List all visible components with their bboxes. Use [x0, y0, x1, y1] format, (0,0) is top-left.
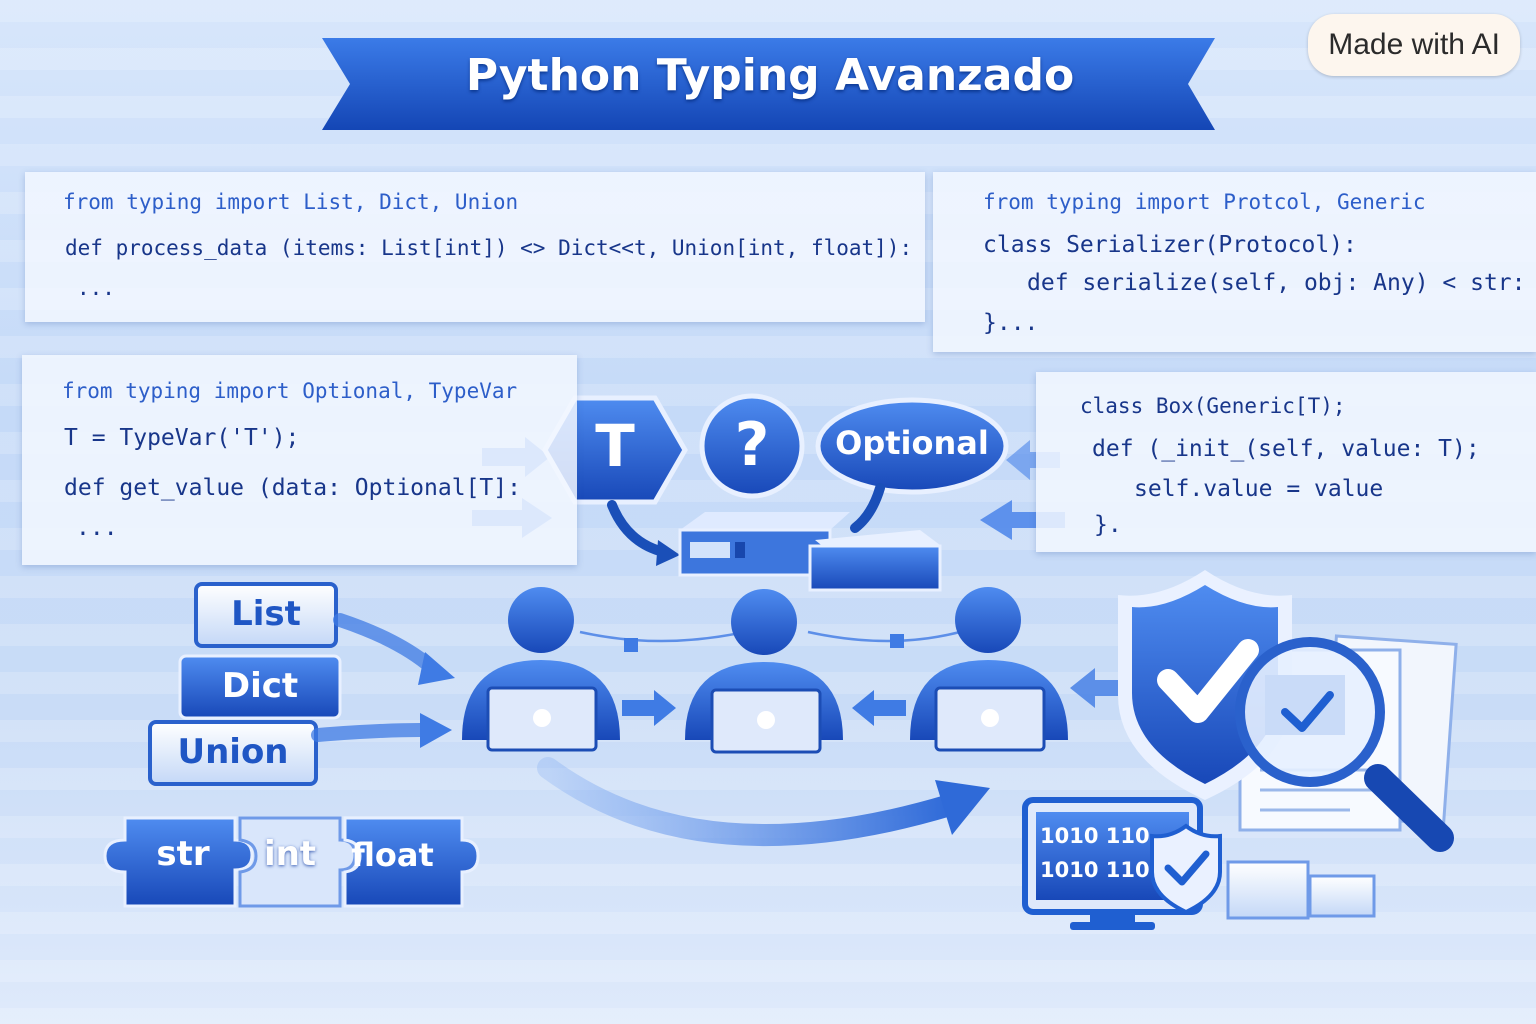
code-panel-mid-left: from typing import Optional, TypeVar T =… [22, 355, 577, 565]
network-links [579, 630, 961, 643]
code-line: from typing import Protcol, Generic [983, 190, 1426, 214]
people-arrows [622, 668, 1130, 726]
code-line: class Serializer(Protocol): [983, 232, 1357, 258]
type-block-list: List [231, 594, 301, 634]
code-panel-top-right: from typing import Protcol, Generic clas… [933, 172, 1536, 352]
optional-pill [815, 397, 1009, 495]
type-block-union: Union [177, 732, 289, 772]
code-line: from typing import Optional, TypeVar [62, 379, 518, 403]
person-1 [462, 587, 620, 752]
container-box [678, 512, 942, 592]
code-line: ... [76, 515, 118, 541]
code-line: def process_data (items: List[int]) <> D… [65, 236, 913, 260]
magnifier-icon [1235, 637, 1454, 852]
typevar-symbol: T [595, 412, 635, 480]
made-with-ai-badge: Made with AI [1308, 14, 1520, 76]
puzzle-float: float [351, 836, 434, 874]
puzzle-pieces [103, 816, 480, 908]
monitor-binary-line: 1010 110 [1040, 824, 1150, 848]
arrows-right-into-symbols [980, 440, 1065, 540]
puzzle-str: str [156, 834, 210, 874]
puzzle-int: int [263, 834, 317, 874]
person-3 [910, 587, 1068, 752]
code-line: def serialize(self, obj: Any) < str: [1027, 270, 1526, 296]
question-circle [699, 393, 805, 499]
network-nodes [624, 634, 904, 652]
code-line: class Box(Generic[T); [1080, 394, 1346, 418]
optional-label: Optional [835, 424, 989, 462]
big-curve-arrow [537, 757, 990, 847]
code-line: }. [1094, 512, 1122, 538]
code-panel-top-left: from typing import List, Dict, Union def… [25, 172, 925, 322]
code-line: def get_value (data: Optional[T]: [64, 475, 521, 501]
cubes [1226, 860, 1376, 920]
question-symbol: ? [734, 410, 770, 480]
title-banner [322, 38, 1215, 130]
person-2 [685, 589, 843, 754]
page-title: Python Typing Avanzado [465, 50, 1075, 101]
code-line: ... [77, 276, 115, 300]
code-line: def (_init_(self, value: T); [1092, 436, 1480, 462]
code-line: T = TypeVar('T'); [64, 425, 300, 451]
monitor-binary-line: 1010 110 [1040, 858, 1150, 882]
code-line: from typing import List, Dict, Union [63, 190, 519, 214]
code-line: self.value = value [1134, 476, 1384, 502]
mini-shield-icon [1150, 823, 1222, 915]
code-line: }... [983, 310, 1039, 336]
code-panel-mid-right: class Box(Generic[T); def (_init_(self, … [1036, 372, 1536, 552]
type-blocks [148, 582, 342, 786]
type-block-dict: Dict [221, 666, 299, 706]
